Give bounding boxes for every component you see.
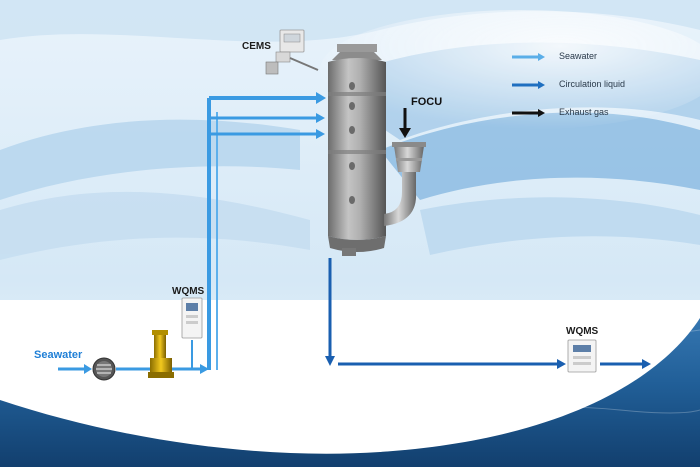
cems-analyzer: [265, 29, 319, 75]
wqms-right-label: WQMS: [566, 326, 599, 337]
scrubber-tower: [328, 44, 386, 256]
wqms-right-unit: [567, 339, 597, 373]
seawater-inlet-line: [58, 364, 92, 374]
tower-feed-line-1: [209, 92, 326, 104]
legend-swatch-seawater: [512, 53, 545, 61]
wqms-left-label: WQMS: [172, 286, 205, 297]
cems-label: CEMS: [242, 41, 271, 52]
seawater-filter: [92, 357, 116, 381]
seawater-label: Seawater: [34, 349, 83, 361]
wqms-left-unit: [181, 297, 203, 339]
focu-label: FOCU: [411, 96, 443, 108]
tower-feed-line-3: [209, 129, 325, 139]
legend-swatch-exhaust: [512, 109, 545, 117]
legend-swatch-circulation: [512, 81, 545, 89]
exhaust-inlet-pipe: [384, 142, 426, 226]
pump-outlet-line: [172, 364, 209, 374]
ship-hull: [0, 300, 700, 454]
legend-label-seawater: Seawater: [559, 51, 598, 61]
tower-feed-line-2: [209, 113, 325, 123]
background-waves: [0, 0, 700, 260]
legend-label-circulation: Circulation liquid: [559, 79, 626, 89]
seawater-pump: [148, 330, 174, 378]
legend-label-exhaust: Exhaust gas: [559, 107, 609, 117]
discharge-line: [325, 258, 651, 369]
exhaust-gas-arrow: [399, 108, 411, 138]
